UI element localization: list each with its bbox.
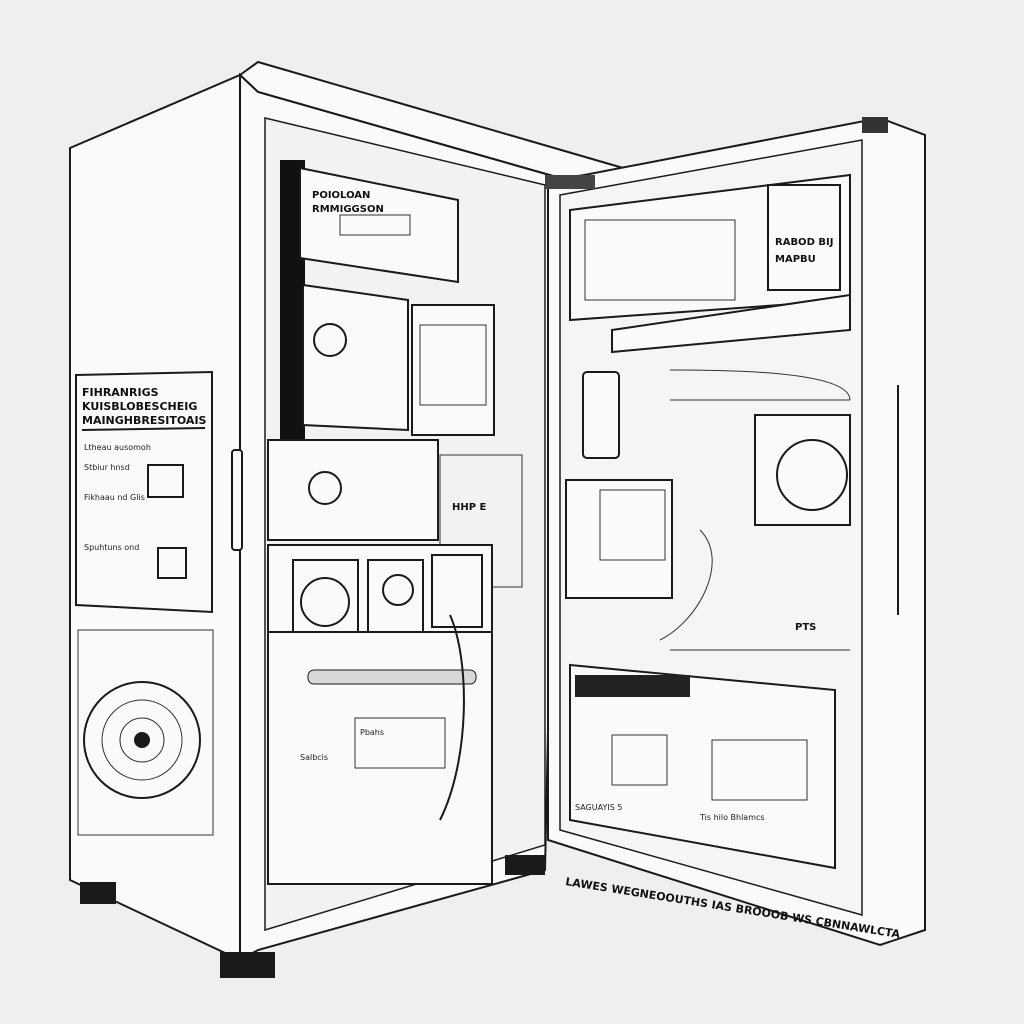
bin-note: Tis hilo Bhlamcs (699, 813, 765, 822)
drawer-handle[interactable] (307, 669, 477, 685)
fan-icon (83, 681, 201, 799)
handle (231, 449, 243, 551)
bin-rail (575, 675, 690, 697)
side-note: Ltheau ausomoh (84, 443, 151, 452)
drawer[interactable] (431, 554, 483, 628)
door-side-tag: PTS (795, 622, 816, 633)
door-control-box[interactable] (565, 479, 673, 599)
door-gauge (582, 371, 620, 459)
water-tank (411, 304, 495, 436)
side-heading-2: KUISBLOBESCHEIG (82, 400, 197, 413)
fan-panel (77, 629, 214, 836)
side-note: Stbiur hnsd (84, 463, 130, 472)
door-tag: HHP E (452, 502, 487, 513)
upper-label-1: POIOLOAN (312, 190, 370, 201)
foot (505, 855, 545, 875)
drawer-note: Salbcis (300, 753, 328, 762)
drawer[interactable] (367, 559, 424, 633)
middle-compartment (267, 439, 439, 541)
door-label-2: MAPBU (775, 254, 816, 265)
side-note: Spuhtuns ond (84, 543, 139, 552)
door-shelf (611, 293, 851, 354)
bin-note: SAGUAYIS 5 (575, 803, 622, 812)
side-heading-1: FIHRANRIGS (82, 386, 159, 399)
component-sketch (147, 464, 184, 498)
upper-module (299, 166, 459, 284)
hinge (545, 175, 595, 189)
foot (80, 882, 116, 904)
side-note: Fikhaau nd Glis (84, 493, 145, 502)
drawer[interactable] (292, 559, 359, 643)
drawer-note: Pbahs (360, 728, 384, 737)
door-compressor (754, 414, 851, 526)
component-sketch (157, 547, 187, 579)
hinge (862, 117, 888, 133)
door-label-1: RABOD BIJ (775, 237, 833, 248)
side-heading-3: MAINGHBRESITOAIS (82, 414, 207, 427)
door-label-box (767, 184, 841, 291)
upper-label-2: RMMIGGSON (312, 204, 384, 215)
foot (220, 952, 275, 978)
control-unit (302, 283, 409, 432)
door-bottom-bin (569, 663, 836, 870)
